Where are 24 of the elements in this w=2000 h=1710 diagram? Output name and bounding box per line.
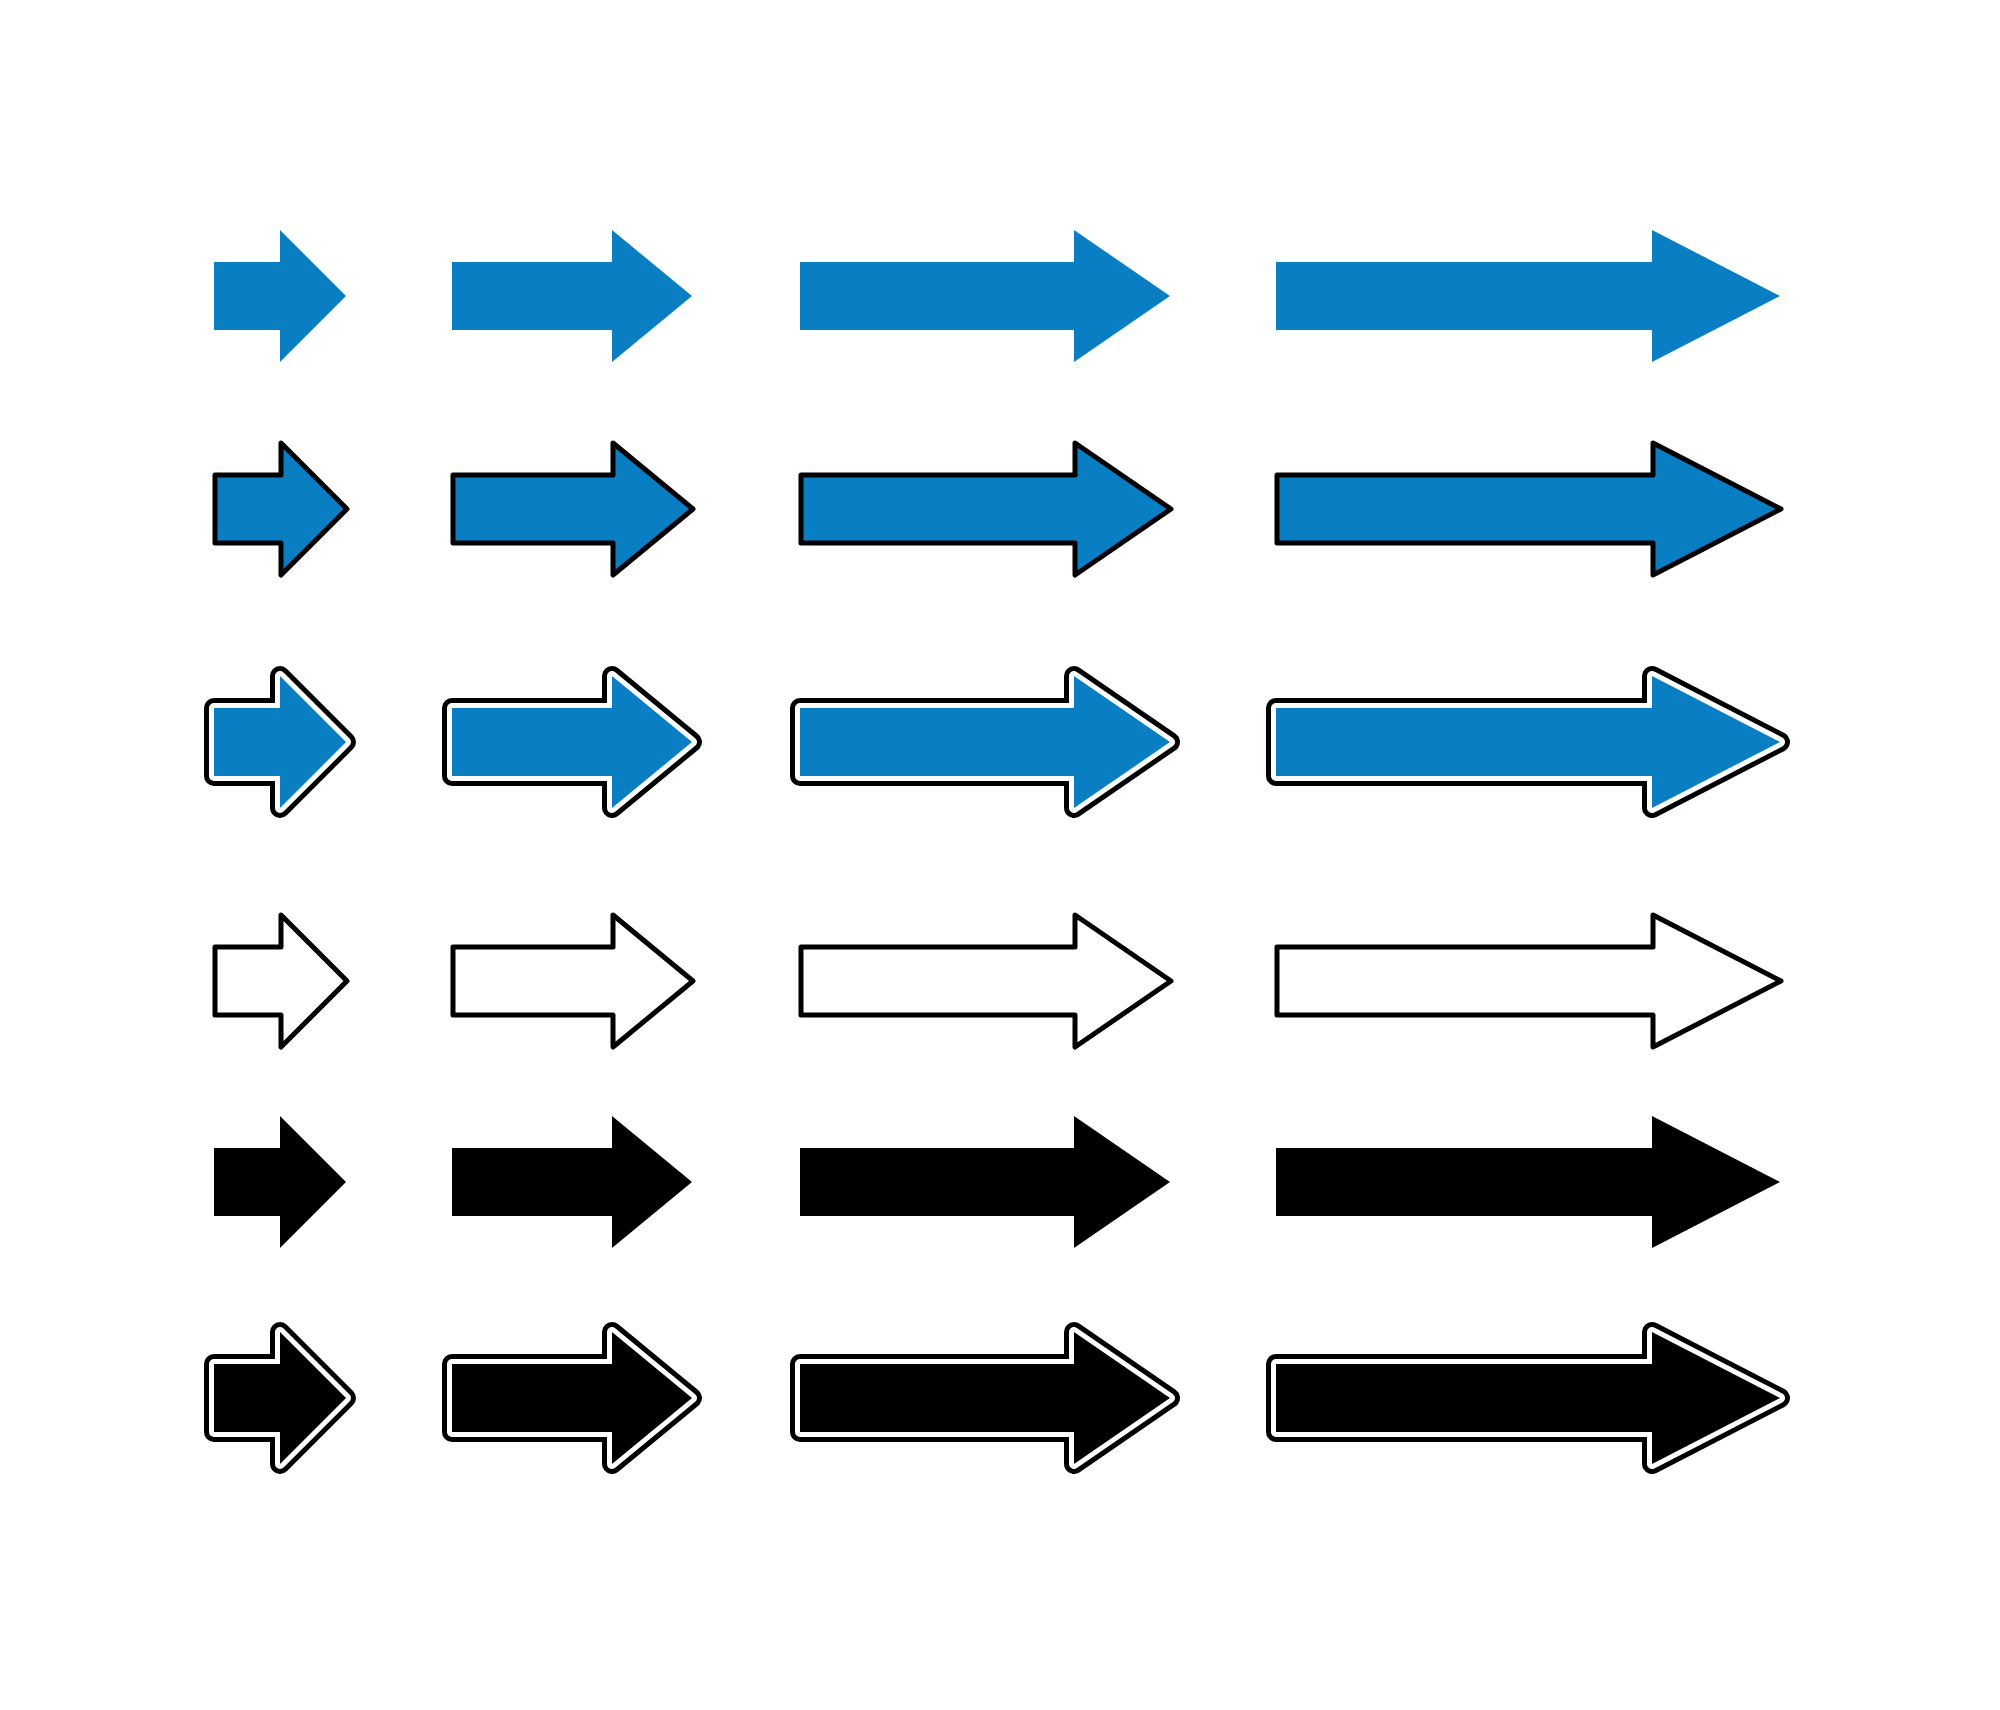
arrow-icon (1266, 666, 1790, 818)
arrow-icon (204, 1322, 356, 1474)
arrow-icon (452, 1116, 692, 1248)
arrow-icon (1273, 911, 1783, 1049)
arrow-icon (449, 911, 695, 1049)
arrow-icon (1276, 1116, 1780, 1248)
arrow-icon (1273, 439, 1783, 577)
arrow-icon (442, 666, 702, 818)
arrow-icon (797, 911, 1173, 1049)
arrow-icon (1266, 1322, 1790, 1474)
arrow-icon (214, 1116, 346, 1248)
arrow-icon (800, 1116, 1170, 1248)
arrow-icon (449, 439, 695, 577)
arrow-icon (797, 439, 1173, 577)
arrow-icon (211, 911, 349, 1049)
arrow-icon (214, 230, 346, 362)
arrow-icon (790, 666, 1180, 818)
arrow-icon (790, 1322, 1180, 1474)
arrow-icon (204, 666, 356, 818)
arrow-icon (800, 230, 1170, 362)
arrow-icon (442, 1322, 702, 1474)
arrow-icon (452, 230, 692, 362)
arrow-icon (1276, 230, 1780, 362)
arrow-icon (211, 439, 349, 577)
